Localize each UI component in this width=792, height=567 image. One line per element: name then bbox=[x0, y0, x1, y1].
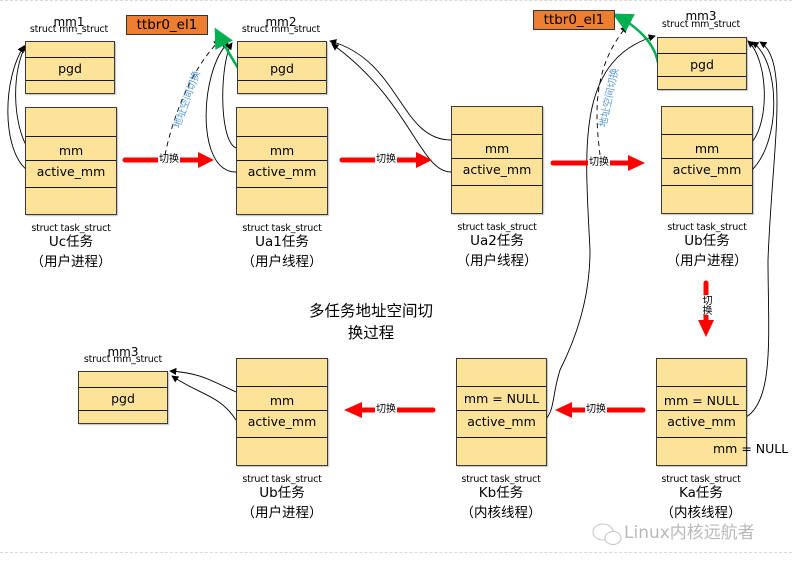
task-struct-uc: mm active_mm bbox=[25, 107, 117, 215]
active-mm-field: active_mm bbox=[467, 414, 536, 429]
task-name: Ub任务 bbox=[684, 233, 730, 249]
mm-struct-type: struct mm_struct bbox=[29, 24, 109, 35]
task-struct-type: struct task_struct bbox=[31, 223, 111, 234]
active-mm-field: active_mm bbox=[667, 414, 736, 429]
task-struct-type: struct task_struct bbox=[242, 223, 322, 234]
uc-active-mm-pointer bbox=[7, 45, 28, 171]
active-mm-field: active_mm bbox=[462, 162, 532, 177]
ub-active-mm-pointer bbox=[751, 41, 775, 171]
task-struct-type: struct task_struct bbox=[242, 474, 322, 485]
ub2-active-mm-pointer bbox=[171, 375, 237, 421]
diagram-title-line-2: 换过程 bbox=[347, 324, 395, 342]
pgd-load-arrow-2 bbox=[612, 13, 660, 64]
active-mm-field: active_mm bbox=[247, 164, 317, 179]
task-name: Kb任务 bbox=[478, 485, 524, 501]
task-struct-ua1: mm active_mm bbox=[236, 107, 328, 215]
mm-struct-type: struct mm_struct bbox=[241, 24, 321, 35]
task-kind: （内核线程） bbox=[460, 505, 542, 521]
task-name: Ka任务 bbox=[679, 485, 723, 501]
mm-struct-name: mm3 bbox=[685, 9, 717, 23]
uc-mm-pointer bbox=[15, 44, 28, 148]
task-name: Ua1任务 bbox=[255, 234, 309, 250]
ua2-active-mm-pointer bbox=[331, 43, 452, 173]
mm-struct-type: struct mm_struct bbox=[83, 354, 163, 365]
ttbr0-el1-register: ttbr0_el1 bbox=[126, 15, 208, 35]
active-mm-field: active_mm bbox=[36, 164, 106, 179]
ua2-mm-pointer bbox=[329, 39, 452, 141]
pgd-field: pgd bbox=[270, 61, 294, 76]
task-name: Ub任务 bbox=[259, 485, 305, 501]
task-kind: （用户进程） bbox=[241, 505, 323, 521]
active-mm-field: active_mm bbox=[672, 162, 742, 177]
ua1-mm-pointer bbox=[222, 42, 237, 149]
mm-field: mm = NULL bbox=[463, 391, 540, 406]
task-kind: （用户进程） bbox=[666, 253, 748, 269]
pgd-field: pgd bbox=[111, 391, 135, 406]
task-struct-ka: mm = NULL active_mm bbox=[656, 358, 747, 466]
switch-label: 切换 bbox=[375, 404, 397, 415]
bottom-divider bbox=[0, 552, 792, 553]
task-struct-type: struct task_struct bbox=[457, 222, 537, 233]
switch-label: 切换 bbox=[700, 295, 711, 315]
mm-struct-name: mm3 bbox=[107, 345, 139, 359]
task-kind: （用户线程） bbox=[241, 254, 323, 270]
pgd-field: pgd bbox=[58, 61, 82, 76]
task-kind: （用户线程） bbox=[456, 253, 538, 269]
switch-label: 切换 bbox=[585, 404, 607, 415]
mm-field: mm bbox=[269, 143, 295, 158]
mm-field: mm = NULL bbox=[663, 393, 740, 408]
diagram-title: 多任务地址空间切 换过程 bbox=[286, 300, 456, 344]
kb-active-mm-pointer bbox=[544, 34, 656, 421]
mm-struct-name: mm1 bbox=[53, 15, 85, 29]
address-switch-dashed-1 bbox=[164, 39, 221, 156]
mm-struct-mm3: pgd bbox=[657, 37, 747, 90]
ka-active-mm-pointer bbox=[745, 41, 778, 418]
mm-field: mm bbox=[694, 141, 720, 156]
task-name: Ua2任务 bbox=[470, 233, 524, 249]
mm-field: mm bbox=[484, 141, 510, 156]
pgd-field: pgd bbox=[690, 57, 714, 72]
switch-label: 切换 bbox=[588, 157, 610, 168]
task-struct-type: struct task_struct bbox=[661, 474, 741, 485]
watermark-text: Linux内核远航者 bbox=[624, 523, 755, 543]
mm-struct-name: mm2 bbox=[265, 15, 297, 29]
ub2-mm-pointer bbox=[169, 367, 237, 393]
task-kind: （用户进程） bbox=[30, 254, 112, 270]
task-struct-ub-bottom: mm active_mm bbox=[236, 358, 328, 466]
task-name: Uc任务 bbox=[48, 234, 94, 250]
diagram-title-line-1: 多任务地址空间切 bbox=[308, 302, 433, 320]
task-struct-ub: mm active_mm bbox=[661, 106, 753, 214]
mm-struct-mm1: pgd bbox=[25, 41, 115, 94]
address-switch-dashed-2 bbox=[596, 25, 628, 156]
top-divider bbox=[0, 0, 792, 1]
mm-struct-mm2: pgd bbox=[237, 41, 327, 94]
mm-field: mm bbox=[58, 143, 84, 158]
pgd-load-arrow-1 bbox=[214, 27, 240, 69]
ttbr0-el1-register: ttbr0_el1 bbox=[533, 10, 615, 30]
switch-label: 切换 bbox=[158, 154, 180, 165]
task-kind: （内核线程） bbox=[660, 505, 742, 521]
mm-struct-mm3-bottom: pgd bbox=[78, 371, 168, 424]
task-struct-kb: mm = NULL active_mm bbox=[456, 358, 547, 466]
mm-struct-type: struct mm_struct bbox=[661, 19, 741, 30]
active-mm-field: active_mm bbox=[247, 414, 317, 429]
task-struct-type: struct task_struct bbox=[667, 222, 747, 233]
switch-label: 切换 bbox=[375, 154, 397, 165]
ua1-active-mm-pointer bbox=[205, 42, 237, 173]
mm-field: mm bbox=[269, 393, 295, 408]
ka-mm-null-note: mm = NULL bbox=[713, 441, 789, 456]
task-struct-type: struct task_struct bbox=[461, 474, 541, 485]
task-struct-ua2: mm active_mm bbox=[451, 106, 543, 214]
